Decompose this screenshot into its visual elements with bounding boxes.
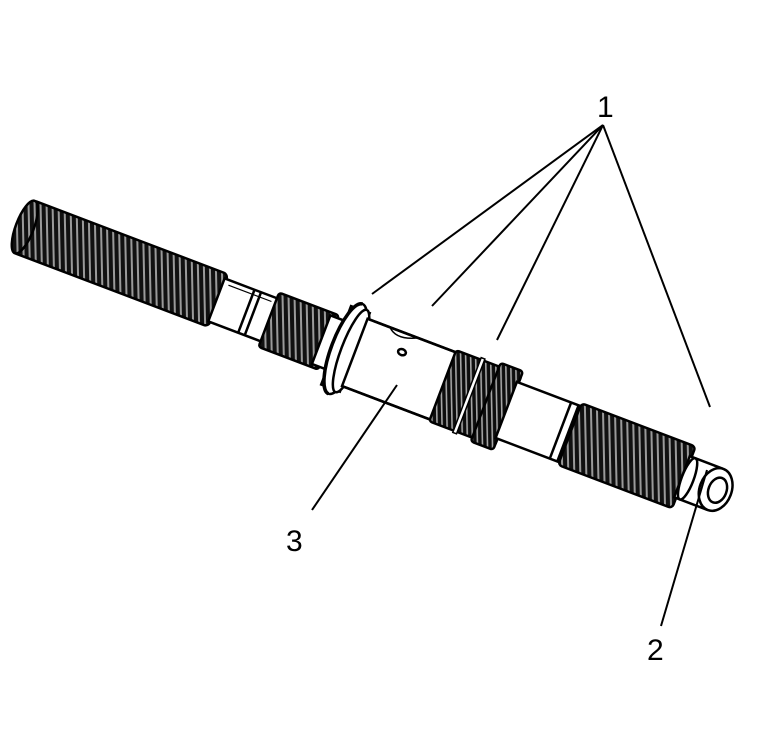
leader-1b — [431, 124, 604, 307]
leader-lines — [311, 124, 711, 627]
shaft — [10, 199, 734, 513]
leader-1a — [371, 124, 604, 295]
gear-spline-section — [428, 349, 524, 451]
leader-3 — [311, 384, 398, 511]
leader-1c — [496, 124, 604, 341]
leader-1d — [602, 124, 711, 408]
callout-2-label: 2 — [647, 634, 664, 667]
callout-1-label: 1 — [597, 91, 614, 124]
hub-body — [340, 317, 459, 422]
callout-3-label: 3 — [286, 525, 303, 558]
leader-2 — [660, 469, 708, 627]
right-journal — [493, 380, 584, 465]
end-journal — [672, 454, 734, 513]
oil-hole — [396, 347, 408, 357]
middle-spline-section — [258, 292, 349, 372]
left-spline-section — [10, 199, 229, 327]
